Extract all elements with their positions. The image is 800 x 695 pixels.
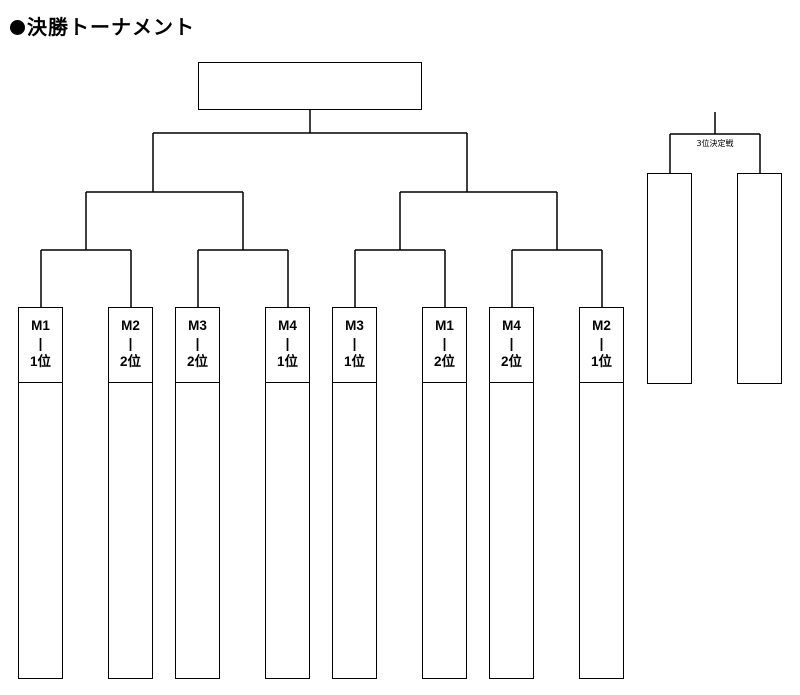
- slot-label: M4 | 2位: [490, 308, 533, 383]
- slot-rank: 1位: [590, 354, 612, 369]
- slot-match: M3: [188, 318, 207, 333]
- bracket-slot-2: M2 | 2位: [108, 307, 153, 679]
- third-place-slot-left: [647, 173, 692, 384]
- slot-rank: 2位: [119, 354, 141, 369]
- slot-rank: 1位: [343, 354, 365, 369]
- slot-sep: |: [195, 336, 200, 351]
- slot-sep: |: [352, 336, 357, 351]
- slot-match: M2: [592, 318, 611, 333]
- slot-match: M4: [502, 318, 521, 333]
- slot-label: M1 | 1位: [19, 308, 62, 383]
- slot-match: M1: [31, 318, 50, 333]
- slot-rank: 2位: [433, 354, 455, 369]
- slot-label: M2 | 1位: [580, 308, 623, 383]
- bracket-slot-4: M4 | 1位: [265, 307, 310, 679]
- bracket-slot-7: M4 | 2位: [489, 307, 534, 679]
- bracket-slot-5: M3 | 1位: [332, 307, 377, 679]
- slot-label: M1 | 2位: [423, 308, 466, 383]
- slot-sep: |: [128, 336, 133, 351]
- page-title-text: 決勝トーナメント: [27, 15, 195, 39]
- slot-match: M3: [345, 318, 364, 333]
- slot-sep: |: [599, 336, 604, 351]
- bracket-slot-8: M2 | 1位: [579, 307, 624, 679]
- slot-match: M2: [121, 318, 140, 333]
- slot-rank: 1位: [276, 354, 298, 369]
- slot-rank: 2位: [500, 354, 522, 369]
- slot-sep: |: [509, 336, 514, 351]
- slot-sep: |: [442, 336, 447, 351]
- slot-label: M3 | 1位: [333, 308, 376, 383]
- slot-label: M4 | 1位: [266, 308, 309, 383]
- bracket-slot-1: M1 | 1位: [18, 307, 63, 679]
- bullet-icon: [10, 20, 25, 35]
- champion-box: [198, 62, 422, 110]
- page-title: 決勝トーナメント: [10, 11, 195, 40]
- slot-rank: 1位: [29, 354, 51, 369]
- slot-match: M1: [435, 318, 454, 333]
- bracket-slot-3: M3 | 2位: [175, 307, 220, 679]
- slot-match: M4: [278, 318, 297, 333]
- third-place-label: 3位決定戦: [696, 139, 734, 148]
- slot-rank: 2位: [186, 354, 208, 369]
- slot-label: M3 | 2位: [176, 308, 219, 383]
- slot-sep: |: [285, 336, 290, 351]
- bracket-slot-6: M1 | 2位: [422, 307, 467, 679]
- slot-label: M2 | 2位: [109, 308, 152, 383]
- slot-sep: |: [38, 336, 43, 351]
- third-place-slot-right: [737, 173, 782, 384]
